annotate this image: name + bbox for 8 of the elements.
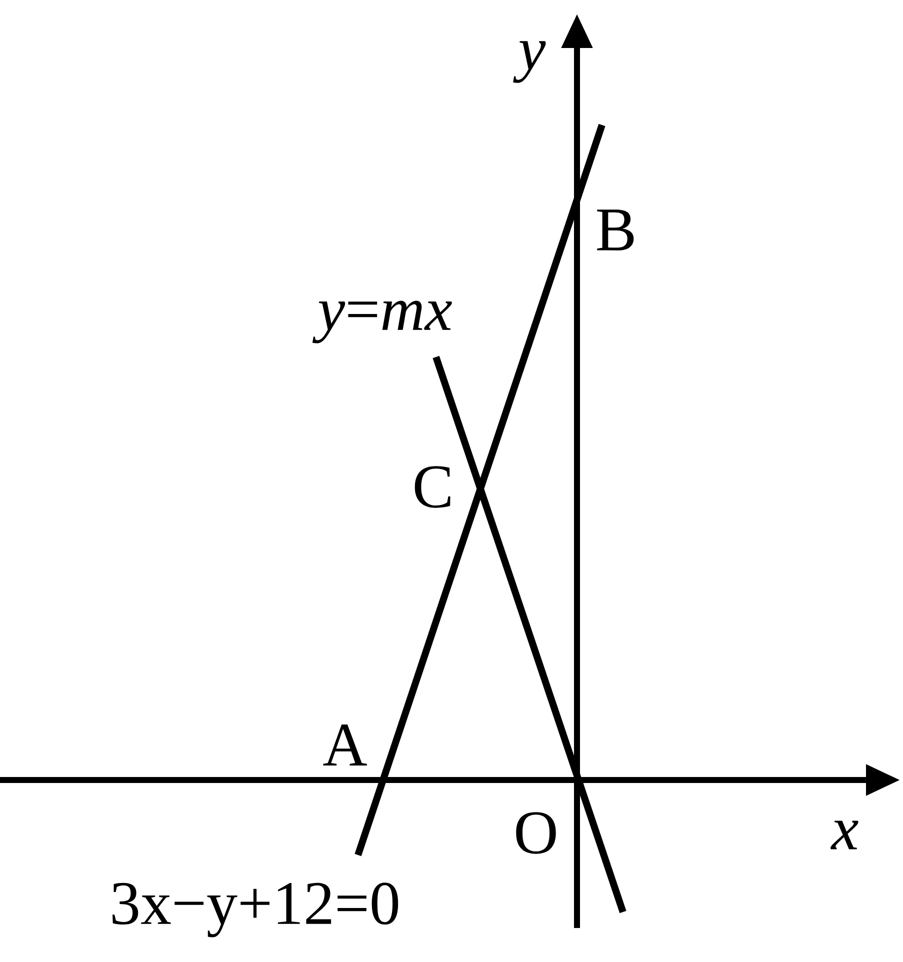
line-label: 3x−y+12=0 [112, 882, 398, 938]
point-label: O [516, 812, 556, 854]
point-label: B [597, 210, 634, 250]
line-label: y=mx [312, 300, 452, 344]
point-label: C [414, 466, 450, 508]
axis-label: x [830, 820, 858, 850]
axis-label: y [513, 41, 546, 83]
point-label: A [323, 724, 367, 766]
